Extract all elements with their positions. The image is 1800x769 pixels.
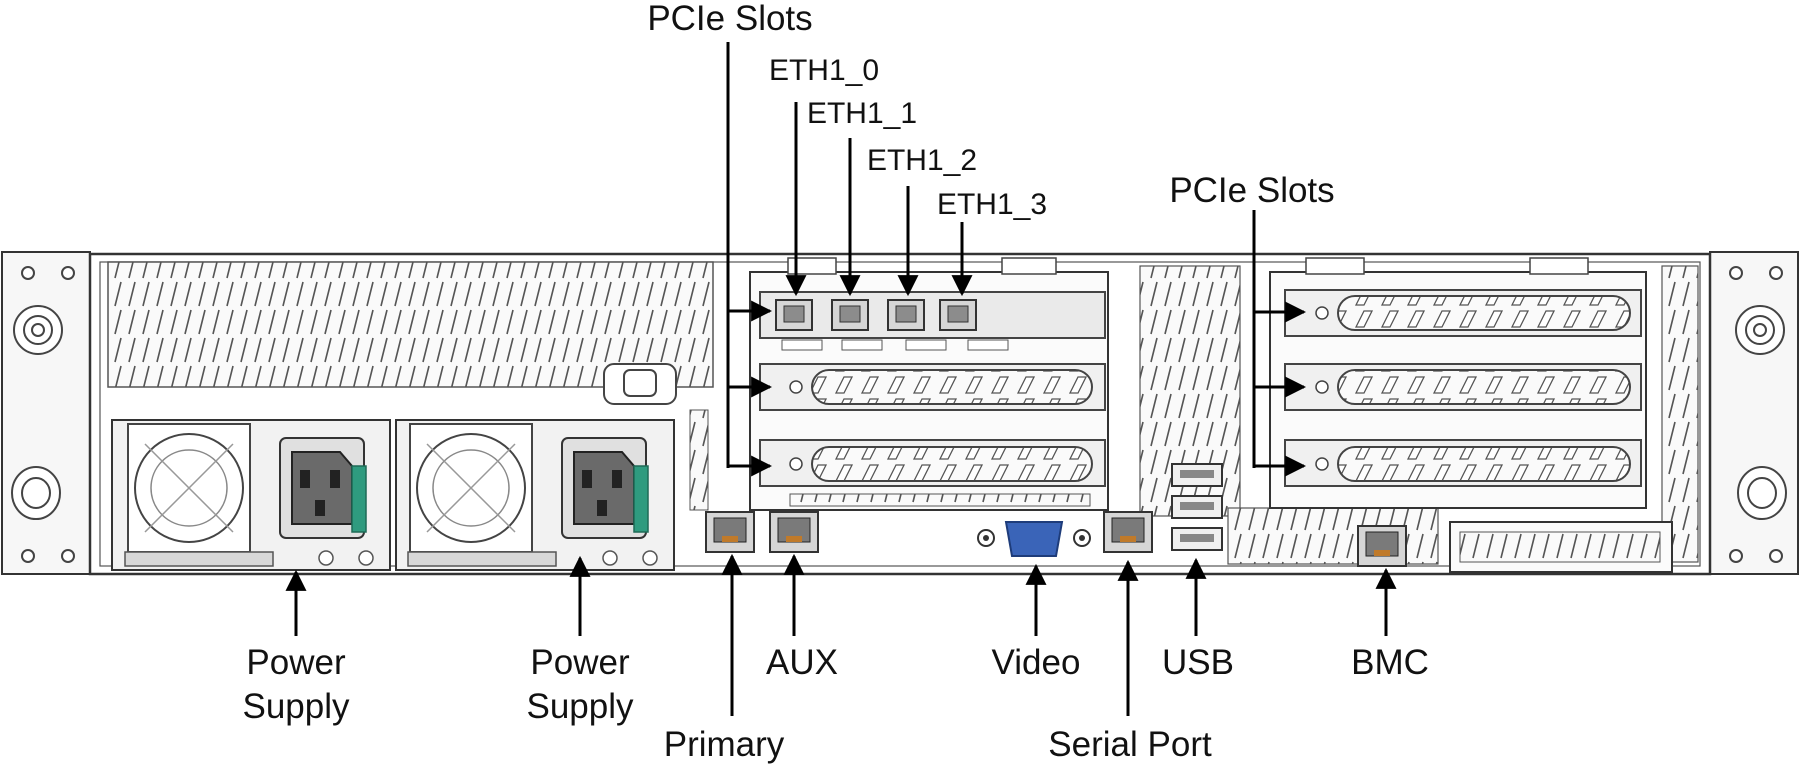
eth1-2-port [887, 299, 925, 331]
pcie-slot-left-3 [759, 439, 1106, 487]
rj45-port-icon [769, 511, 819, 553]
label-aux: AUX [766, 643, 838, 682]
label-power-supply-1-line1: Power [246, 643, 346, 682]
label-bmc: BMC [1351, 643, 1429, 682]
power-supply-2 [395, 419, 675, 571]
db-connector [603, 363, 677, 405]
label-power-supply-2-line1: Power [530, 643, 630, 682]
label-eth1-3: ETH1_3 [937, 188, 1047, 221]
vga-port-icon [977, 521, 1091, 557]
usb-port-icon [1171, 495, 1223, 519]
eth1-3-port [939, 299, 977, 331]
pcie-slot-left-2 [759, 363, 1106, 411]
pcie-cage-right [1269, 257, 1647, 509]
power-inlet-icon [561, 437, 649, 539]
eth1-0-port [775, 299, 813, 331]
label-eth1-0: ETH1_0 [769, 54, 879, 87]
fan-icon [127, 423, 251, 553]
label-power-supply-1-line2: Supply [242, 687, 350, 726]
leaders [285, 42, 1397, 716]
rj45-port-icon [887, 299, 925, 331]
pcie-slot-right-1 [1284, 289, 1642, 337]
aux-port [769, 511, 819, 553]
rj45-port-icon [1103, 511, 1153, 553]
rj45-port-icon [705, 511, 755, 553]
vent-right [1661, 265, 1699, 563]
vent-io-left [689, 409, 709, 511]
pcie-slot-right-2 [1284, 363, 1642, 411]
rj45-port-icon [831, 299, 869, 331]
usb-port-icon [1171, 463, 1223, 487]
rj45-port-icon [1357, 525, 1407, 567]
power-inlet-icon [279, 437, 367, 539]
rack-ear-left [1, 251, 91, 575]
bmc-port [1357, 525, 1407, 567]
bottom-right-bay [1449, 521, 1673, 573]
label-primary: Primary [664, 725, 785, 764]
label-serial-port: Serial Port [1048, 725, 1212, 764]
usb-port-icon [1171, 527, 1223, 551]
power-supply-1 [111, 419, 391, 571]
rack-ear-right [1709, 251, 1799, 575]
rj45-port-icon [775, 299, 813, 331]
video-port [977, 521, 1091, 557]
pcie-slot-right-3 [1284, 439, 1642, 487]
label-usb: USB [1162, 643, 1234, 682]
pcie-cage-left [749, 257, 1109, 511]
eth1-1-port [831, 299, 869, 331]
label-power-supply-2-line2: Supply [526, 687, 634, 726]
label-pcie-slots-right: PCIe Slots [1169, 171, 1334, 210]
serial-port [1103, 511, 1153, 553]
label-eth1-2: ETH1_2 [867, 144, 977, 177]
fan-icon [409, 423, 533, 553]
primary-port [705, 511, 755, 553]
label-video: Video [992, 643, 1081, 682]
label-eth1-1: ETH1_1 [807, 97, 917, 130]
label-pcie-slots-left: PCIe Slots [647, 0, 812, 38]
rj45-port-icon [939, 299, 977, 331]
usb-ports [1171, 463, 1223, 551]
